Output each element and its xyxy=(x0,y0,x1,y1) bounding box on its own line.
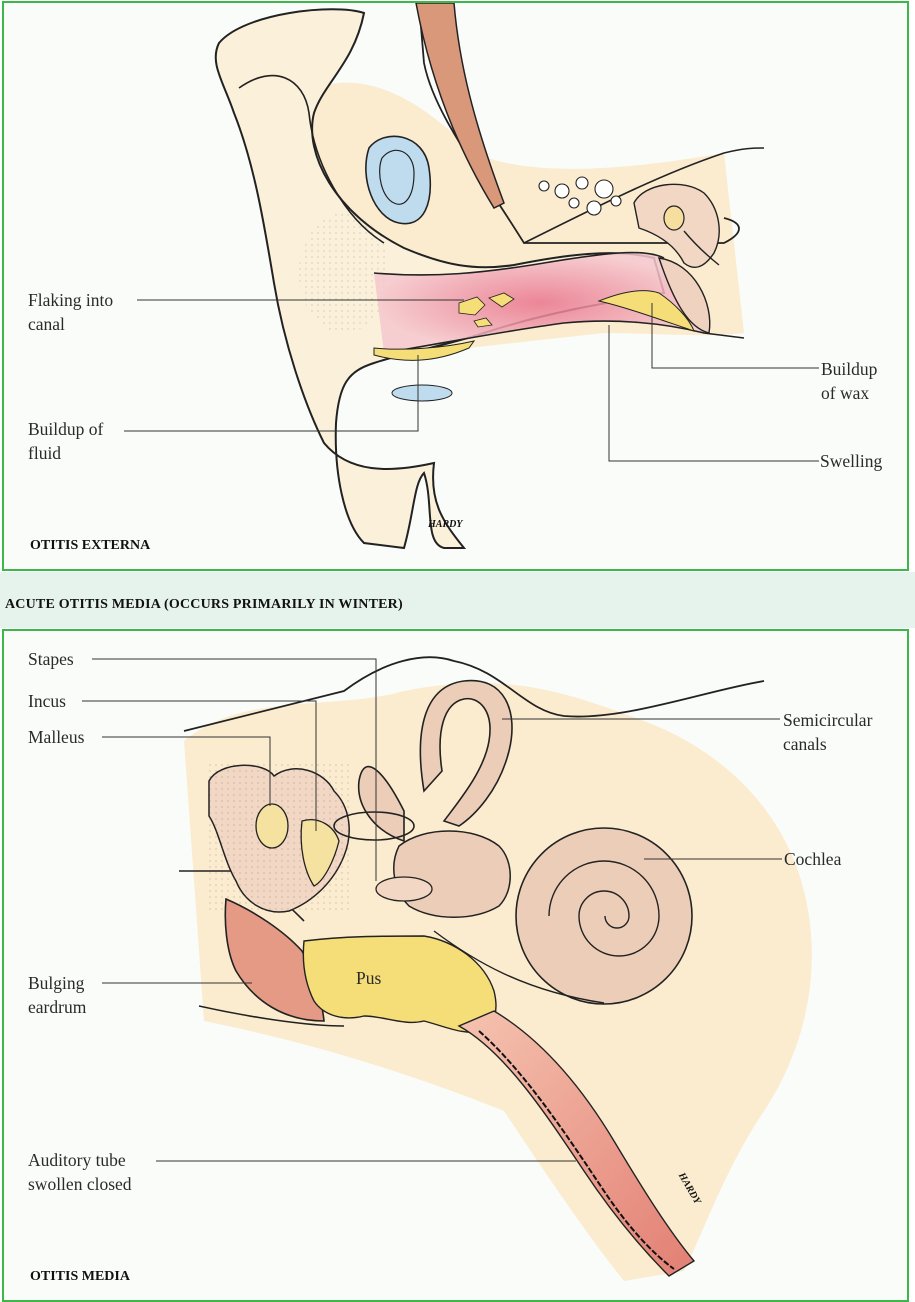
cochlea-shape xyxy=(433,827,693,1005)
caption-otitis-media: OTITIS MEDIA xyxy=(30,1269,130,1284)
vestibule xyxy=(393,830,511,918)
label-flaking: Flaking into canal xyxy=(28,290,114,334)
mastoid-air-cells xyxy=(538,176,622,216)
cartilage-lower xyxy=(391,384,453,402)
leader-lines xyxy=(124,299,819,462)
skull-curve xyxy=(523,147,765,244)
auditory-tube-shape xyxy=(457,1010,696,1277)
fluid-buildup xyxy=(373,340,476,361)
label-pus: Pus xyxy=(356,968,382,988)
inflamed-canal xyxy=(374,252,704,353)
signature-top: HARDY xyxy=(428,519,463,530)
canal-lower-wall xyxy=(383,320,745,354)
eardrum xyxy=(657,257,711,334)
otitis-externa-panel: Flaking into canal Buildup of fluid Buil… xyxy=(2,1,909,571)
flaking-debris xyxy=(458,292,515,328)
label-semicircular-canals: Semicircular canals xyxy=(783,710,873,754)
leader-lines-media xyxy=(82,658,782,1162)
title-band xyxy=(0,572,915,628)
otitis-media-panel: Stapes Incus Malleus Semicircular canals… xyxy=(2,629,909,1302)
label-swelling: Swelling xyxy=(820,451,883,471)
label-stapes: Stapes xyxy=(28,649,74,669)
concha-shading xyxy=(299,213,389,333)
label-incus: Incus xyxy=(28,691,66,711)
middle-ear-illustration xyxy=(82,656,812,1281)
outer-ear-illustration xyxy=(124,3,819,550)
label-wax: Buildup of wax xyxy=(821,359,878,403)
label-auditory-tube: Auditory tube swollen closed xyxy=(28,1150,132,1194)
semicircular-canals-shape xyxy=(333,679,513,843)
stapes-footplate xyxy=(375,876,433,902)
label-fluid: Buildup of fluid xyxy=(28,419,104,463)
canal-lower-wall-media xyxy=(198,1005,345,1027)
incus xyxy=(300,819,340,887)
malleus xyxy=(255,803,289,849)
ossicles xyxy=(633,183,720,269)
section-title: ACUTE OTITIS MEDIA (OCCURS PRIMARILY IN … xyxy=(5,597,403,612)
wax-deposit xyxy=(597,290,695,332)
label-cochlea: Cochlea xyxy=(784,849,842,869)
label-bulging-eardrum: Bulging eardrum xyxy=(28,973,87,1017)
caption-otitis-externa: OTITIS EXTERNA xyxy=(30,538,151,553)
muscle-strap xyxy=(415,3,505,209)
cartilage-upper-inner xyxy=(379,149,415,205)
canal-upper-wall xyxy=(373,251,665,276)
bulging-eardrum-shape xyxy=(224,897,325,1022)
label-malleus: Malleus xyxy=(28,727,85,747)
tube-closure-line xyxy=(478,1030,675,1270)
